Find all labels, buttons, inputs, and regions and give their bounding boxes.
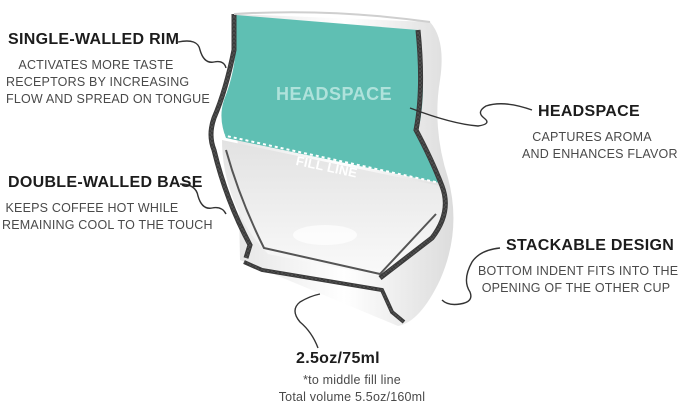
- description-line: OPENING OF THE OTHER CUP: [481, 281, 671, 295]
- base-callout-line: [179, 183, 227, 215]
- stackable-callout-line: [441, 247, 501, 306]
- description-line: FLOW AND SPREAD ON TONGUE: [6, 92, 210, 106]
- fill-line: [221, 134, 441, 184]
- headspace-region: [221, 15, 440, 183]
- description-line: ACTIVATES MORE TASTE: [18, 58, 174, 72]
- description-line: RECEPTORS BY INCREASING: [6, 75, 190, 89]
- description-line: CAPTURES AROMA: [532, 130, 652, 144]
- volume-description: *to middle fill line Total volume 5.5oz/…: [276, 372, 428, 406]
- cup-inner-base: [222, 140, 445, 276]
- volume-callout-line: [294, 293, 321, 349]
- headspace-cup-label: HEADSPACE: [276, 84, 393, 104]
- description-line: REMAINING COOL TO THE TOUCH: [2, 218, 213, 232]
- stackable-design-description: BOTTOM INDENT FITS INTO THE TOP OPENING …: [478, 263, 679, 297]
- stackable-design-title: STACKABLE DESIGN: [506, 237, 675, 254]
- rim-callout-line: [177, 40, 227, 69]
- double-walled-base-title: DOUBLE-WALLED BASE: [8, 174, 203, 191]
- single-walled-rim-description: ACTIVATES MORE TASTE RECEPTORS BY INCREA…: [6, 57, 210, 108]
- description-line: Total volume 5.5oz/160ml: [278, 390, 426, 404]
- description-line: KEEPS COFFEE HOT WHILE: [5, 201, 179, 215]
- volume-title: 2.5oz/75ml: [296, 350, 380, 367]
- headspace-description: CAPTURES AROMA AND ENHANCES FLAVOR: [522, 129, 678, 163]
- description-line: BOTTOM INDENT FITS INTO THE TOP: [478, 264, 679, 278]
- description-line: AND ENHANCES FLAVOR: [522, 147, 678, 161]
- single-walled-rim-title: SINGLE-WALLED RIM: [8, 31, 180, 48]
- double-walled-base-description: KEEPS COFFEE HOT WHILE REMAINING COOL TO…: [2, 200, 213, 234]
- description-line: *to middle fill line: [303, 373, 401, 387]
- headspace-callout-line: [409, 103, 533, 127]
- headspace-title: HEADSPACE: [538, 103, 640, 120]
- inner-liner: [225, 149, 437, 276]
